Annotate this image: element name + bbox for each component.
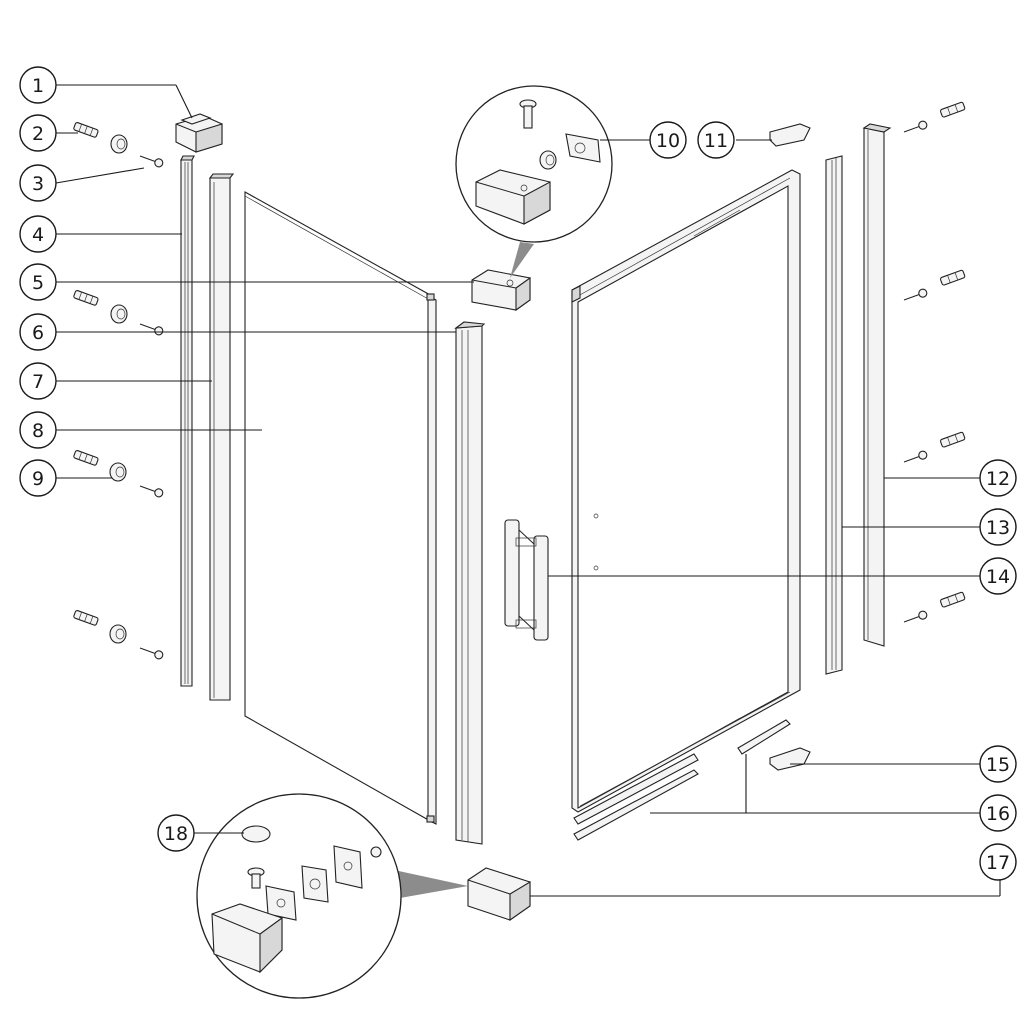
leader-lines	[55, 84, 1001, 897]
end-cap-top	[769, 123, 811, 147]
detail-view-top	[455, 85, 613, 278]
svg-text:9: 9	[32, 468, 44, 490]
callout-8: 8	[19, 411, 57, 449]
callout-2: 2	[19, 114, 57, 152]
bottom-hinge-block	[467, 867, 531, 922]
seal-profile-right	[825, 155, 843, 675]
callout-18: 18	[157, 814, 195, 852]
detail-screw	[519, 99, 537, 129]
screw	[139, 155, 164, 168]
svg-text:5: 5	[32, 272, 44, 294]
spacer-washer	[109, 624, 127, 644]
callout-13: 13	[979, 508, 1017, 546]
seal-strip-left	[208, 173, 235, 701]
callout-7: 7	[19, 362, 57, 400]
wall-profile-left	[180, 155, 195, 687]
svg-text:17: 17	[986, 852, 1010, 874]
callout-11: 11	[697, 121, 735, 159]
callout-16: 16	[979, 794, 1017, 832]
callout-1: 1	[19, 66, 57, 104]
wall-plug	[73, 290, 99, 306]
door-panel	[571, 169, 801, 813]
callout-14: 14	[979, 557, 1017, 595]
spacer-washer	[109, 462, 127, 482]
screw	[139, 485, 164, 498]
wall-plug	[73, 450, 99, 466]
svg-text:11: 11	[704, 130, 728, 152]
callout-12: 12	[979, 459, 1017, 497]
detail-plate	[565, 133, 601, 163]
callout-9: 9	[19, 459, 57, 497]
callout-10: 10	[649, 121, 687, 159]
fixings-left	[73, 122, 164, 660]
wall-plug	[73, 610, 99, 626]
top-bracket	[175, 113, 223, 153]
screw	[139, 647, 164, 660]
svg-text:18: 18	[164, 823, 188, 845]
door-jamb-profile	[454, 321, 486, 845]
svg-text:14: 14	[986, 566, 1010, 588]
detail-block	[475, 169, 551, 225]
callout-5: 5	[19, 263, 57, 301]
spacer-washer	[110, 304, 128, 324]
svg-text:3: 3	[32, 173, 44, 195]
svg-text:12: 12	[986, 468, 1010, 490]
svg-text:13: 13	[986, 517, 1010, 539]
detail-screw-bottom	[247, 867, 265, 889]
wall-profile-right	[862, 123, 892, 647]
callout-4: 4	[19, 215, 57, 253]
svg-text:8: 8	[32, 420, 44, 442]
bottom-seals	[573, 719, 791, 841]
svg-text:2: 2	[32, 123, 44, 145]
callout-6: 6	[19, 313, 57, 351]
wall-plug	[73, 122, 99, 138]
connector-block	[471, 269, 531, 312]
detail-view-bottom	[196, 793, 468, 999]
svg-text:1: 1	[32, 75, 44, 97]
screw	[139, 323, 164, 336]
svg-text:4: 4	[32, 224, 44, 246]
detail-washer	[539, 150, 557, 170]
fixed-glass-panel	[244, 191, 437, 825]
fixings-right	[903, 101, 966, 623]
svg-text:15: 15	[986, 754, 1010, 776]
door-handle	[504, 519, 549, 641]
svg-text:10: 10	[656, 130, 680, 152]
callout-15: 15	[979, 745, 1017, 783]
end-cap-bottom	[769, 747, 811, 771]
svg-text:16: 16	[986, 803, 1010, 825]
callout-3: 3	[19, 164, 57, 202]
svg-text:6: 6	[32, 322, 44, 344]
callout-17: 17	[979, 843, 1017, 881]
svg-text:7: 7	[32, 371, 44, 393]
spacer-washer	[110, 134, 128, 154]
